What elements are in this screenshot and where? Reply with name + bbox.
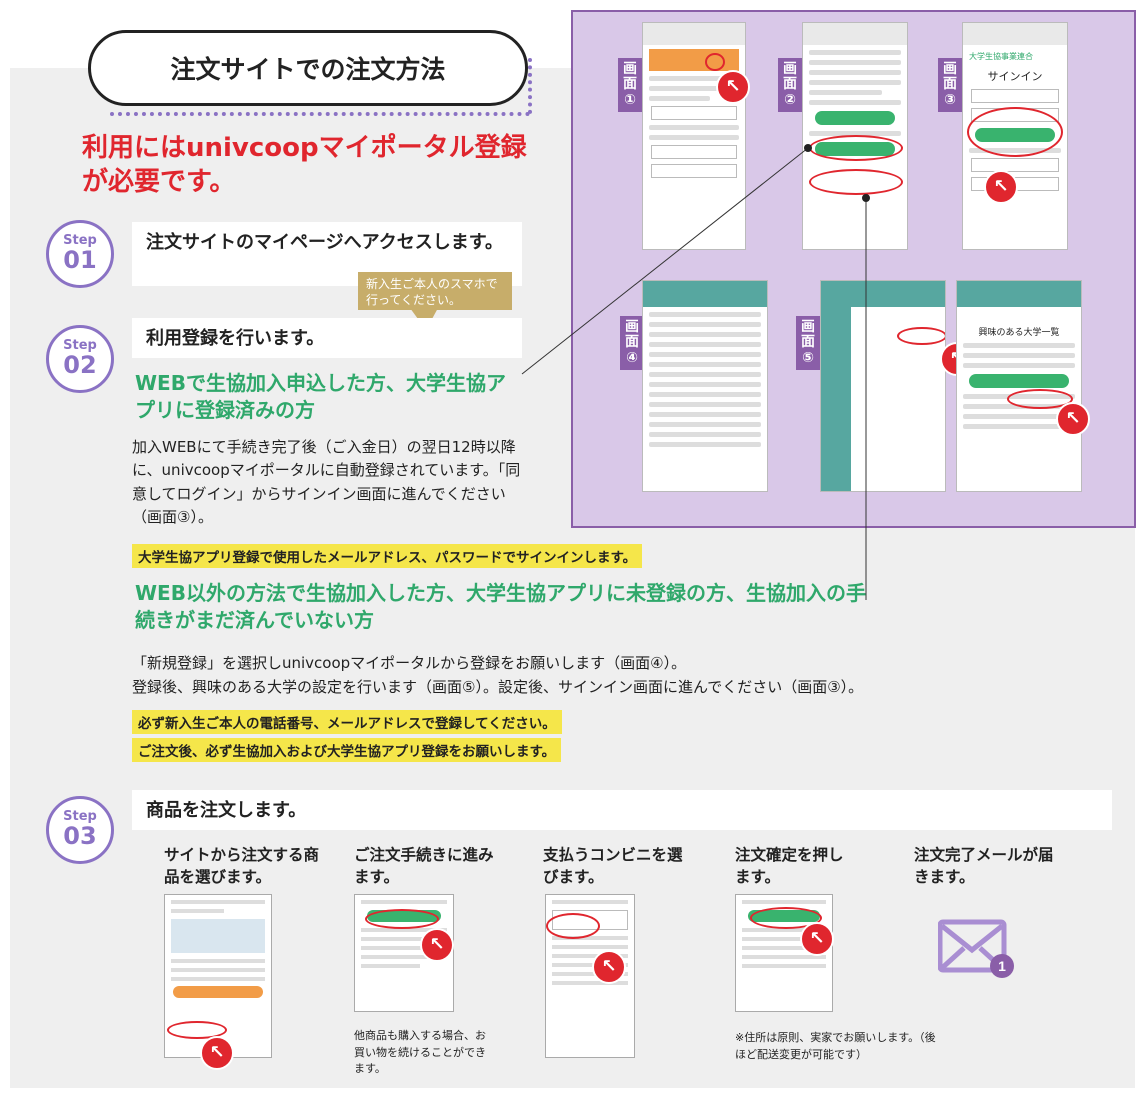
step-01-badge: Step 01 xyxy=(46,220,114,288)
screen-1-label: 画面① xyxy=(618,58,642,113)
group1-heading: WEBで生協加入申込した方、大学生協アプリに登録済みの方 xyxy=(135,371,506,422)
pointer-arrow-icon: ↖ xyxy=(984,170,1018,204)
group2-body2: 登録後、興味のある大学の設定を行います（画面⑤）。設定後、サインイン画面に進んで… xyxy=(132,678,864,696)
screen-3-signin: サインイン xyxy=(987,70,1043,83)
group1-body: 加入WEBにて手続き完了後（ご入金日）の翌日12時以降に、univcoopマイポ… xyxy=(132,438,521,526)
pointer-arrow-icon: ↖ xyxy=(200,1036,234,1070)
screen-3-label: 画面③ xyxy=(938,58,962,113)
order-step-3-text: 支払うコンビニを選びます。 xyxy=(543,846,683,887)
group2-body1: 「新規登録」を選択しunivcoopマイポータルから登録をお願いします（画面④）… xyxy=(132,654,687,672)
screen-2-label: 画面② xyxy=(778,58,802,113)
step-label: Step xyxy=(63,809,97,824)
step-03-badge: Step 03 xyxy=(46,796,114,864)
step-label: Step xyxy=(63,338,97,353)
pointer-arrow-icon: ↖ xyxy=(716,70,750,104)
group2-highlight1: 必ず新入生ご本人の電話番号、メールアドレスで登録してください。 xyxy=(132,710,562,734)
mail-icon: 1 xyxy=(938,919,1014,978)
title-dotted-underline xyxy=(110,112,530,116)
group2-highlight2: ご注文後、必ず生協加入および大学生協アプリ登録をお願いします。 xyxy=(132,738,562,762)
screen-1-thumbnail xyxy=(642,22,746,250)
step-02-badge: Step 02 xyxy=(46,325,114,393)
order-step-4-text: 注文確定を押します。 xyxy=(735,846,844,887)
screen-5a-thumbnail xyxy=(820,280,946,492)
screen-5b-thumbnail: 興味のある大学一覧 xyxy=(956,280,1082,492)
order-step-5-text: 注文完了メールが届きます。 xyxy=(914,846,1054,887)
order-screen-1 xyxy=(164,894,272,1058)
screen-4-thumbnail xyxy=(642,280,768,492)
page-title: 注文サイトでの注文方法 xyxy=(88,30,528,106)
screen-2-thumbnail xyxy=(802,22,908,250)
step-number: 01 xyxy=(63,246,97,274)
screen-5-interest-title: 興味のある大学一覧 xyxy=(978,328,1060,338)
smartphone-note-bubble: 新入生ご本人のスマホで行ってください。 xyxy=(358,272,512,310)
screen-3-thumbnail: 大学生協事業連合 サインイン xyxy=(962,22,1068,250)
group2-heading: WEB以外の方法で生協加入した方、大学生協アプリに未登録の方、生協加入の手続きが… xyxy=(135,581,866,632)
pointer-arrow-icon: ↖ xyxy=(592,950,626,984)
pointer-arrow-icon: ↖ xyxy=(800,922,834,956)
screen-5-label: 画面⑤ xyxy=(796,316,820,371)
step-03-text: 商品を注文します。 xyxy=(132,790,1112,830)
step-number: 02 xyxy=(63,351,97,379)
step-number: 03 xyxy=(63,822,97,850)
mail-badge-count: 1 xyxy=(998,958,1006,974)
order-step-4-note: ※住所は原則、実家でお願いします。（後ほど配送変更が可能です） xyxy=(735,1031,936,1061)
registration-notice: 利用にはunivcoopマイポータル登録が必要です。 xyxy=(82,133,527,197)
order-step-1-text: サイトから注文する商品を選びます。 xyxy=(164,846,320,887)
order-step-2-note: 他商品も購入する場合、お買い物を続けることができます。 xyxy=(354,1029,486,1075)
order-screen-2 xyxy=(354,894,454,1012)
pointer-arrow-icon: ↖ xyxy=(1056,402,1090,436)
screen-3-header: 大学生協事業連合 xyxy=(969,52,1033,61)
pointer-arrow-icon: ↖ xyxy=(420,928,454,962)
step-label: Step xyxy=(63,233,97,248)
group1-highlight: 大学生協アプリ登録で使用したメールアドレス、パスワードでサインインします。 xyxy=(132,544,643,568)
title-dotted-side xyxy=(528,58,532,114)
step-02-text: 利用登録を行います。 xyxy=(132,318,522,358)
screen-4-label: 画面④ xyxy=(620,316,644,371)
order-step-2-text: ご注文手続きに進みます。 xyxy=(354,846,494,887)
